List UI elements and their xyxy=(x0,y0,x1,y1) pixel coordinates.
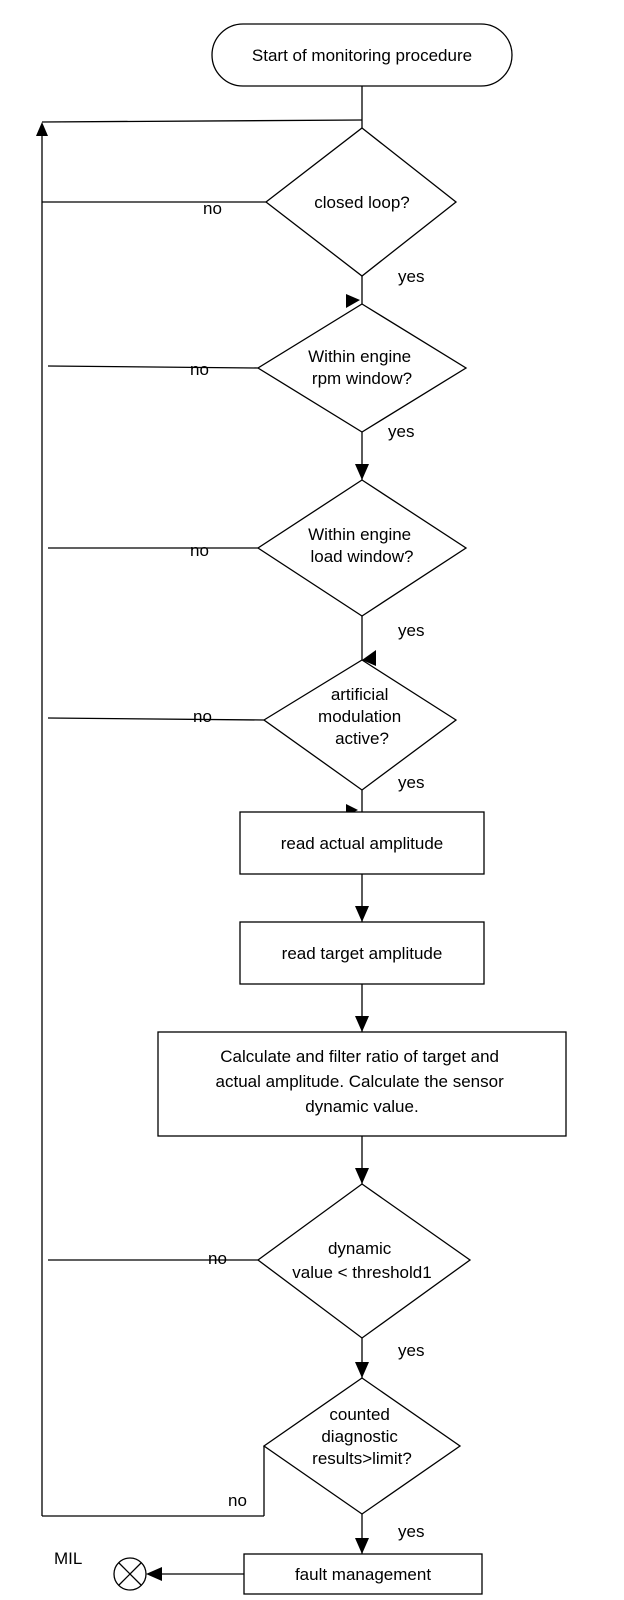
arrowhead-read-target xyxy=(355,906,369,922)
read-actual-text: read actual amplitude xyxy=(281,834,444,853)
no-label-threshold: no xyxy=(208,1249,227,1268)
arrowhead-fault xyxy=(355,1538,369,1554)
decision-rpm-window xyxy=(256,303,468,433)
arrowhead-calculate xyxy=(355,1016,369,1032)
yes-label-modulation: yes xyxy=(398,773,424,792)
closed-loop-text: closed loop? xyxy=(314,193,409,212)
feedback-arrowhead xyxy=(36,122,48,136)
arrowhead-load xyxy=(355,464,369,480)
yes-label-rpm: yes xyxy=(388,422,414,441)
read-target-text: read target amplitude xyxy=(282,944,443,963)
arrowhead-counted xyxy=(355,1362,369,1378)
no-label-counted: no xyxy=(228,1491,247,1510)
no-label-rpm: no xyxy=(190,360,209,379)
mil-lamp-cross-b xyxy=(118,1562,142,1586)
decision-dynamic-threshold xyxy=(256,1183,472,1339)
feedback-top-line xyxy=(41,119,363,123)
decision-counted-results xyxy=(262,1377,462,1515)
no-label-load: no xyxy=(190,541,209,560)
threshold-text: dynamic value < threshold1 xyxy=(292,1239,431,1282)
arrowhead-threshold xyxy=(355,1168,369,1184)
arrowhead-mil xyxy=(146,1567,162,1581)
arrowhead-modulation xyxy=(362,650,376,666)
yes-label-closed-loop: yes xyxy=(398,267,424,286)
calculate-text: Calculate and filter ratio of target and… xyxy=(216,1047,509,1116)
no-line-rpm xyxy=(47,365,259,369)
no-label-modulation: no xyxy=(193,707,212,726)
yes-label-threshold: yes xyxy=(398,1341,424,1360)
process-calculate xyxy=(157,1031,567,1137)
load-window-text: Within engine load window? xyxy=(308,525,416,566)
no-label-closed-loop: no xyxy=(203,199,222,218)
no-line-modulation xyxy=(47,717,265,721)
modulation-text: artificial modulation active? xyxy=(318,685,406,748)
process-read-target xyxy=(239,921,485,985)
start-label: Start of monitoring procedure xyxy=(252,46,472,65)
yes-label-load: yes xyxy=(398,621,424,640)
rpm-window-text: Within engine rpm window? xyxy=(308,347,416,388)
yes-label-counted: yes xyxy=(398,1522,424,1541)
process-fault-management xyxy=(243,1553,483,1595)
counted-text: counted diagnostic results>limit? xyxy=(312,1405,412,1468)
arrowhead-rpm xyxy=(346,294,360,308)
fault-text: fault management xyxy=(295,1565,431,1584)
mil-label: MIL xyxy=(54,1549,82,1568)
